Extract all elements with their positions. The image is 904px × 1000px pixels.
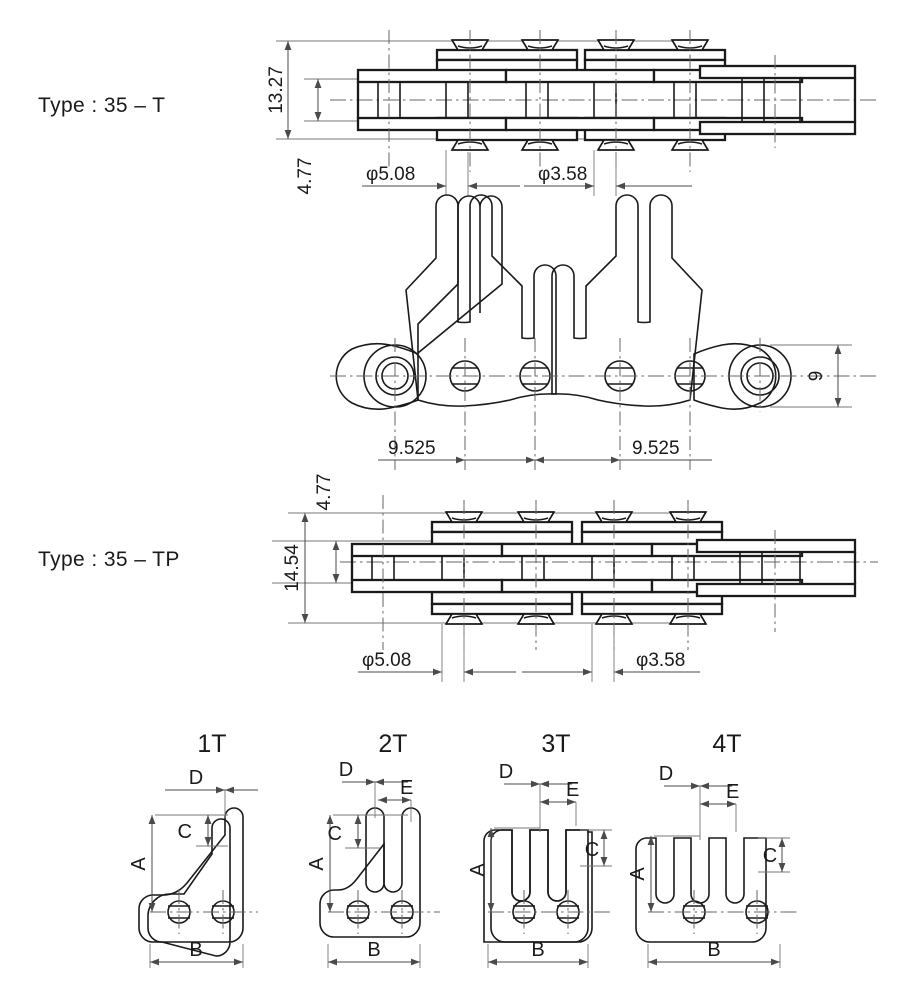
dim-c-1t: C <box>178 821 192 843</box>
dim-14-54: 14.54 <box>282 544 303 592</box>
dim-c-2t: C <box>328 823 342 845</box>
view-35t-front: 13.27 4.77 <box>266 30 878 196</box>
attachment-2t: 2T A B C D <box>306 730 440 968</box>
dim-e-3t: E <box>566 779 579 801</box>
attachment-1t: 1T A B C <box>128 730 258 968</box>
dim-phi-5-08-bottom: φ5.08 <box>362 650 411 671</box>
rivet-heads-bottom-tp <box>444 613 708 625</box>
dim-c-4t: C <box>763 845 777 867</box>
label-type-35-t: Type : 35 – T <box>38 94 165 117</box>
dim-phi-3-58-top: φ3.58 <box>538 164 587 185</box>
dim-e-2t: E <box>400 777 413 799</box>
dim-d-1t: D <box>189 767 203 789</box>
dim-4-77-bottom: 4.77 <box>314 474 335 511</box>
dim-b-4t: B <box>707 939 720 961</box>
rivet-heads-top <box>450 39 710 51</box>
attachment-4t: 4T A B C D <box>627 730 800 968</box>
dim-b-2t: B <box>367 939 380 961</box>
dim-a-4t: A <box>627 867 649 881</box>
dim-a-1t: A <box>128 857 150 871</box>
view-35tp-front: 14.54 4.77 <box>272 474 878 682</box>
dim-b-3t: B <box>531 939 544 961</box>
dim-e-4t: E <box>726 781 739 803</box>
dim-a-3t: A <box>467 863 489 877</box>
dim-9-525-right: 9.525 <box>632 438 680 459</box>
dim-d-2t: D <box>339 759 353 781</box>
dim-4-77-top: 4.77 <box>295 158 316 195</box>
dim-phi-5-08-top: φ5.08 <box>366 164 415 185</box>
heading-2t: 2T <box>378 730 407 758</box>
heading-3t: 3T <box>541 730 570 758</box>
dim-d-3t: D <box>499 761 513 783</box>
heading-4t: 4T <box>712 730 741 758</box>
label-type-35-tp: Type : 35 – TP <box>38 548 180 571</box>
attachment-3t: 3T A B C D <box>467 730 612 968</box>
heading-1t: 1T <box>197 730 226 758</box>
dim-a-2t: A <box>306 857 328 871</box>
dim-9-525-left: 9.525 <box>388 438 436 459</box>
view-35t-side: 9 9.525 9.525 <box>330 194 880 470</box>
dim-13-27: 13.27 <box>266 66 287 114</box>
rivet-heads-top-tp <box>444 511 708 523</box>
dim-phi-3-58-bottom: φ3.58 <box>636 650 685 671</box>
dim-c-3t: C <box>585 839 599 861</box>
dim-b-1t: B <box>189 939 202 961</box>
rivet-heads-bottom <box>450 139 710 151</box>
dim-plate-height-9: 9 <box>806 371 827 382</box>
dim-d-4t: D <box>659 763 673 785</box>
